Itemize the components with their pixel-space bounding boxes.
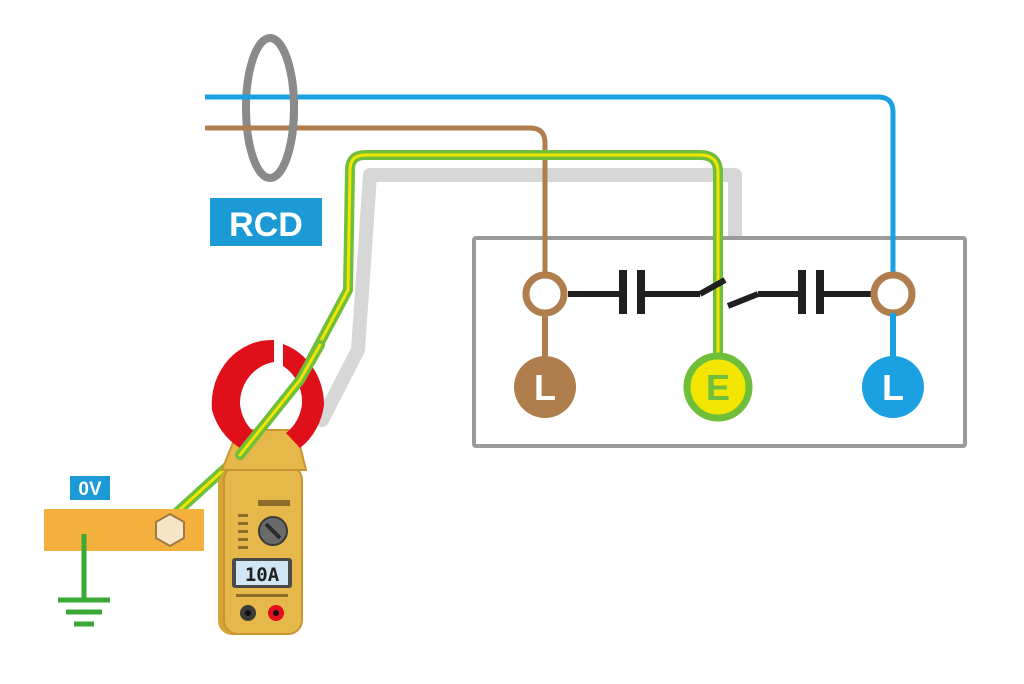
neutral-wire-blue: [205, 94, 896, 280]
line-wire-brown: [205, 125, 548, 280]
zero-volt-label: 0V: [78, 479, 102, 500]
busbar-nut: [155, 512, 185, 548]
terminal-earth-label: E: [706, 367, 730, 408]
terminal-earth: [683, 352, 753, 422]
earth-wire-through-clamp-stripe: [238, 343, 322, 457]
clamp-meter-icon: 10A: [218, 429, 308, 635]
meter-display: 10A: [245, 564, 280, 586]
terminal-right-connector: [870, 271, 916, 317]
rcd-ring-icon: [269, 34, 298, 182]
capacitor-contact-icon: [568, 270, 872, 314]
clamp-jaw-left: [211, 339, 274, 448]
zero-volt-label-box: [70, 476, 110, 500]
ground-symbol-icon: [58, 534, 110, 627]
clamp-jaw-right: [283, 344, 325, 448]
terminal-left-connector: [522, 271, 568, 317]
terminal-line-right: [862, 356, 924, 418]
earth-wire-stripe: [163, 153, 720, 525]
terminal-line-left-label: L: [534, 367, 556, 408]
terminal-line-left: [514, 356, 576, 418]
terminal-line-right-label: L: [882, 367, 904, 408]
rcd-label: RCD: [229, 206, 303, 244]
rcd-label-box: [210, 198, 322, 246]
